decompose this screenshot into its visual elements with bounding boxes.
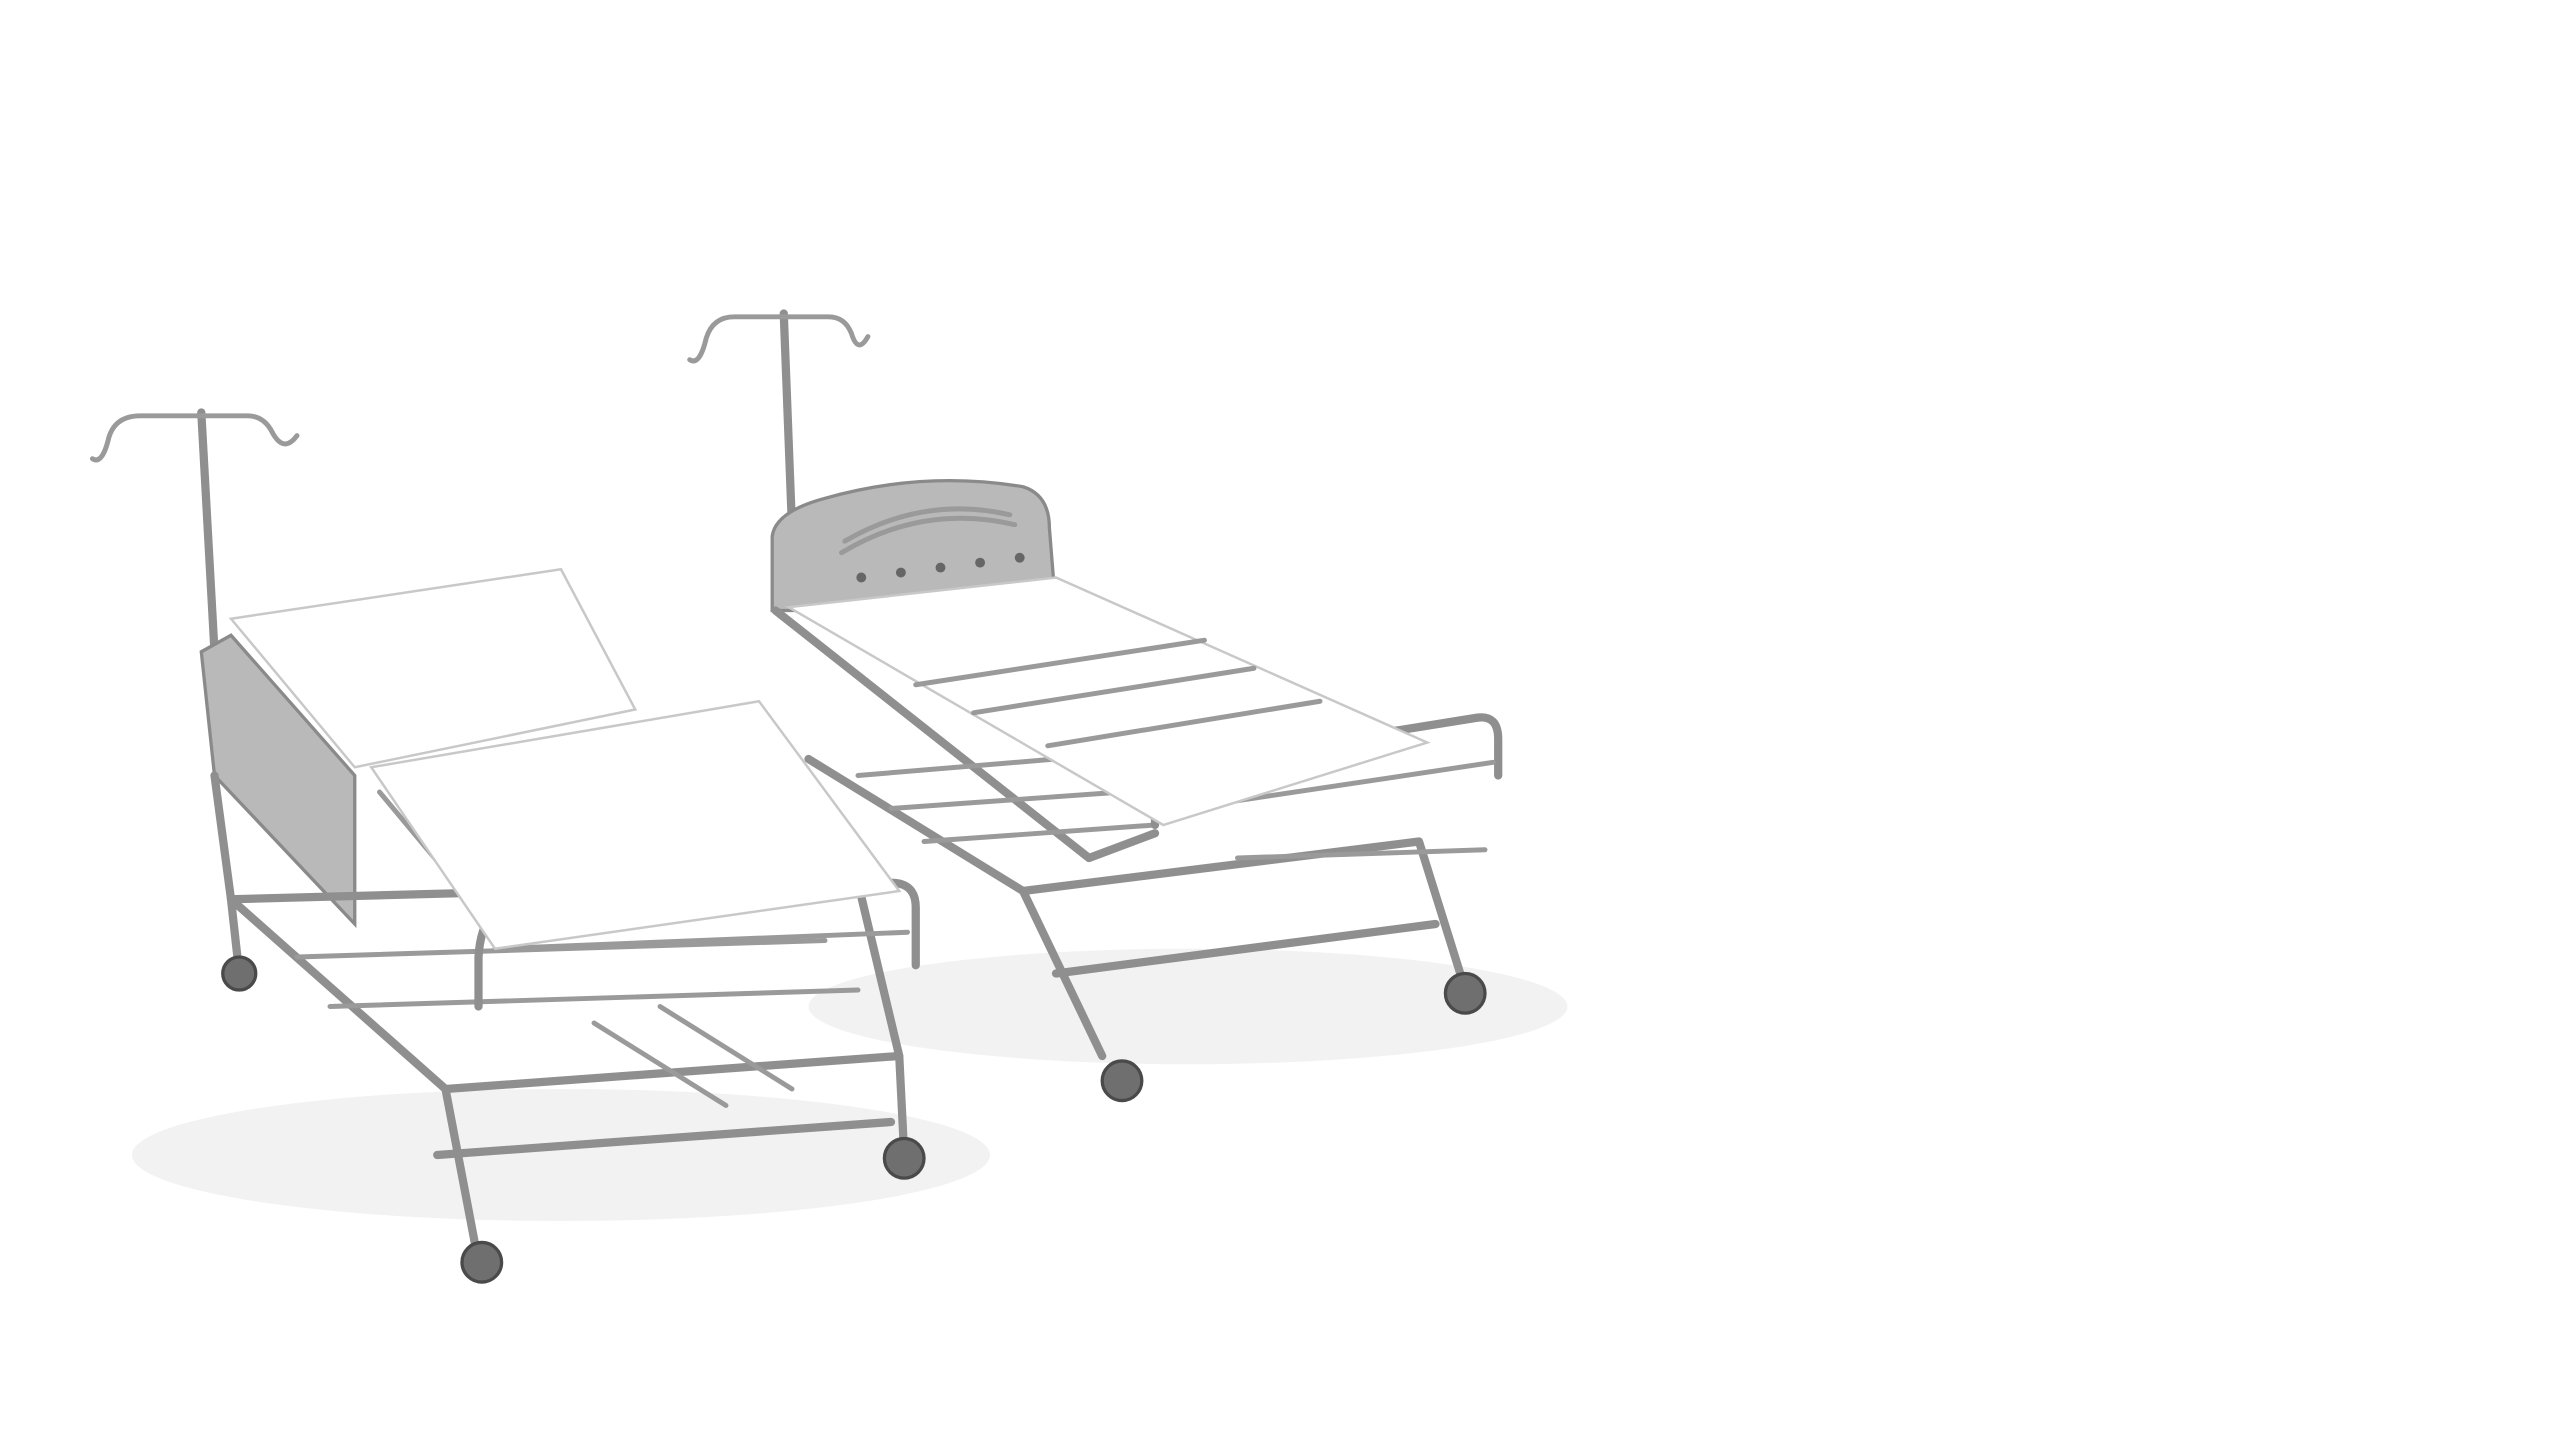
mattress-seam	[1045, 698, 1323, 749]
wheel	[882, 1136, 926, 1180]
wheel	[1100, 1059, 1144, 1103]
mattress-seam	[913, 637, 1207, 688]
right-hospital-bed	[687, 309, 1503, 1103]
right-iv-pole	[687, 309, 871, 533]
right-mattress	[784, 576, 1431, 827]
left-leg-mattress	[369, 699, 902, 951]
left-backrest-mattress	[228, 567, 638, 769]
left-bed-frame	[199, 633, 920, 1267]
mattress-seam	[971, 665, 1257, 716]
right-bed-shadow	[808, 948, 1568, 1065]
wheel	[221, 955, 258, 992]
right-headboard	[770, 479, 1058, 613]
left-hospital-bed	[89, 408, 926, 1284]
left-bed-shadow	[132, 1089, 991, 1222]
wheel	[460, 1240, 504, 1284]
wheel	[1443, 971, 1487, 1015]
left-iv-pole	[89, 408, 300, 656]
